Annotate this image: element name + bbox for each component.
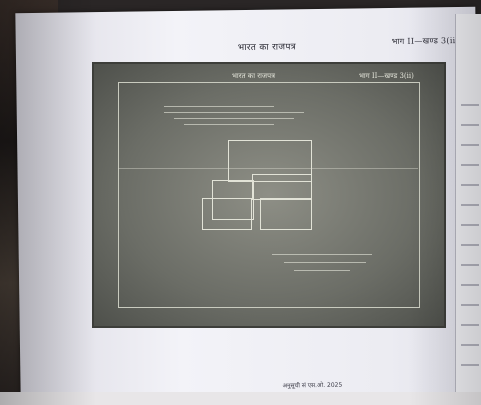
adjacent-page-edge	[455, 14, 481, 394]
map-plot	[228, 140, 312, 182]
map-plot	[212, 180, 254, 220]
map-boundary-line	[118, 168, 418, 169]
scanned-map-figure: भारत का राजपत्र भाग II—खण्ड 3(ii)	[92, 62, 446, 328]
map-plot	[260, 198, 312, 230]
page-footer-note: अनुसूची सं एस.ओ. 2025	[282, 381, 343, 390]
page-header-title: भारत का राजपत्र	[237, 42, 297, 54]
signature-line	[294, 270, 350, 271]
map-caption-line	[164, 112, 304, 113]
map-plot	[252, 174, 312, 200]
map-caption-line	[184, 124, 274, 125]
map-plot	[202, 198, 252, 230]
map-caption-line	[174, 118, 294, 119]
scan-header-right: भाग II—खण्ड 3(ii)	[359, 72, 414, 80]
signature-line	[272, 254, 372, 255]
map-caption-line	[164, 106, 274, 107]
background-floor	[0, 392, 481, 405]
scan-header-title: भारत का राजपत्र	[232, 72, 275, 80]
signature-line	[284, 262, 366, 263]
page-header-right: भाग II—खण्ड 3(ii)	[391, 36, 460, 46]
map-border	[118, 82, 420, 308]
